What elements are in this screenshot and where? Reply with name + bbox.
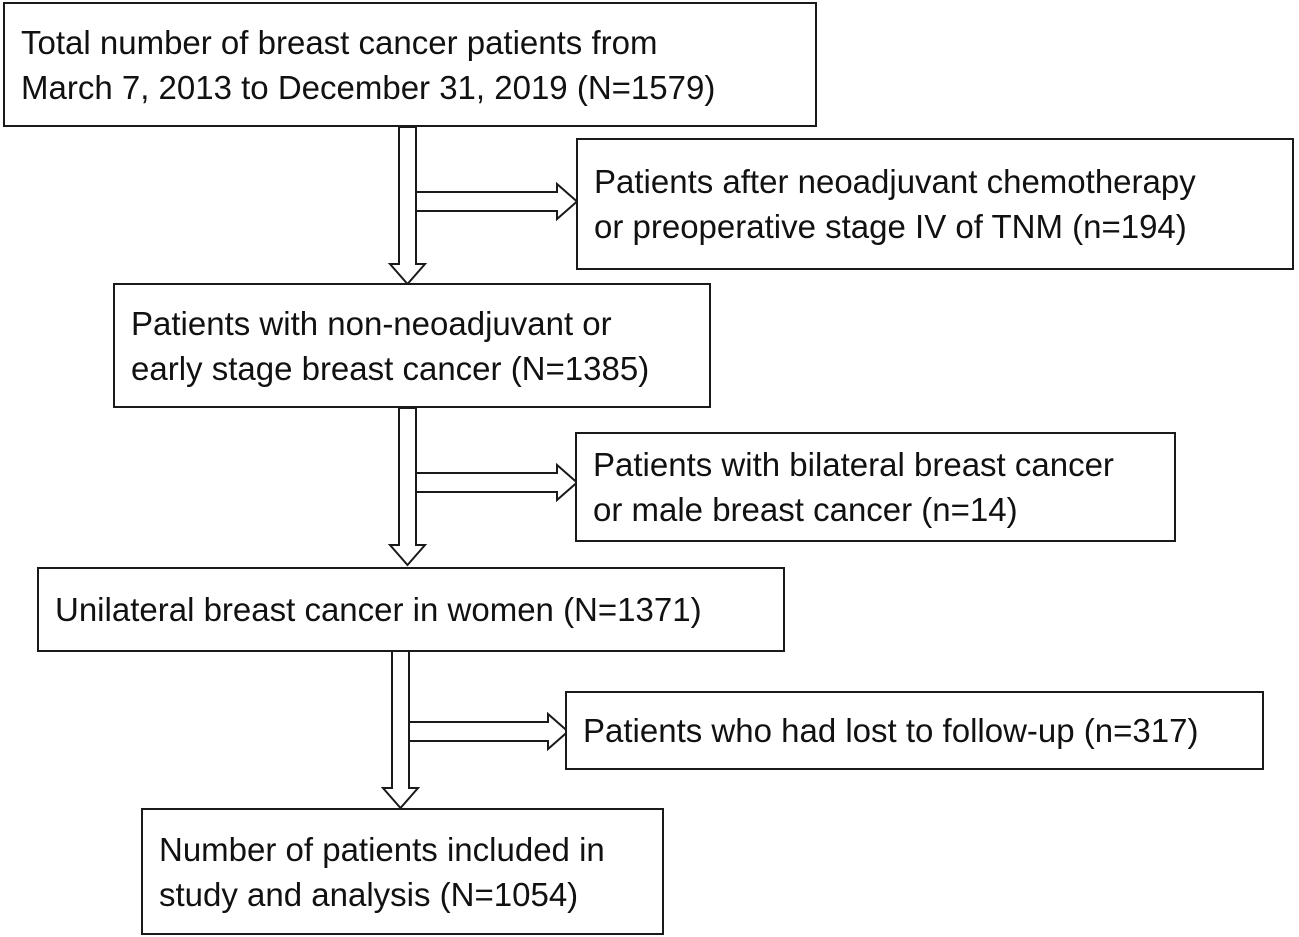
right-arrow-2 [415,462,579,503]
excluded-lost-follow-up-box: Patients who had lost to follow-up (n=31… [565,691,1264,770]
box-text-line: March 7, 2013 to December 31, 2019 (N=15… [21,68,716,106]
right-arrow-3 [408,711,570,752]
box-text-line: Patients who had lost to follow-up (n=31… [583,712,1199,749]
box-text-line: Unilateral breast cancer in women (N=137… [55,591,702,628]
box-text-line: or male breast cancer (n=14) [593,491,1018,528]
excluded-neoadjuvant-box: Patients after neoadjuvant chemotherapy … [576,138,1294,270]
down-arrow-1 [387,126,428,286]
box-text-line: study and analysis (N=1054) [159,875,579,913]
total-patients-box: Total number of breast cancer patients f… [3,2,817,127]
down-arrow-3 [380,650,421,810]
excluded-bilateral-male-box: Patients with bilateral breast cancer or… [575,432,1176,542]
down-arrow-2 [387,407,428,567]
box-text-line: Number of patients included in [159,830,605,868]
box-text-line: Patients with non-neoadjuvant or [131,304,612,342]
box-text-line: Total number of breast cancer patients f… [21,23,658,61]
non-neoadjuvant-box: Patients with non-neoadjuvant or early s… [113,283,711,408]
box-text-line: early stage breast cancer (N=1385) [131,349,650,387]
right-arrow-1 [415,181,579,222]
unilateral-women-box: Unilateral breast cancer in women (N=137… [37,567,785,652]
box-text-line: or preoperative stage IV of TNM (n=194) [594,208,1187,245]
included-patients-box: Number of patients included in study and… [141,808,664,935]
box-text-line: Patients after neoadjuvant chemotherapy [594,163,1196,200]
box-text-line: Patients with bilateral breast cancer [593,446,1114,483]
